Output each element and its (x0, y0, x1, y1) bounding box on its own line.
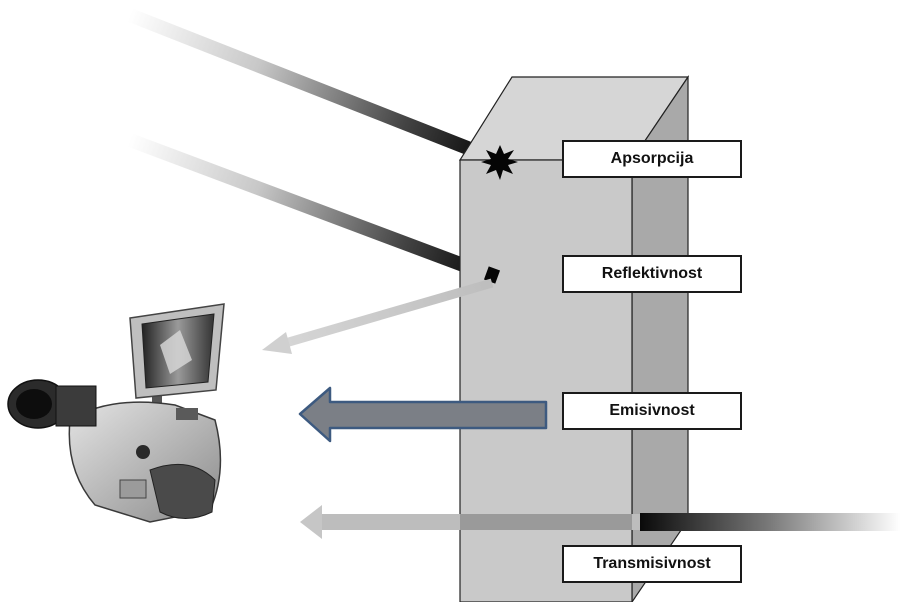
reflectivity-label: Reflektivnost (562, 255, 742, 293)
reflection-impact-mark (483, 266, 501, 284)
transmission-beam (300, 505, 900, 539)
block-front-face (459, 159, 633, 602)
reflection-outgoing-arrow (262, 278, 494, 354)
transmissivity-label: Transmisivnost (562, 545, 742, 583)
starburst-impact-icon (481, 145, 518, 180)
absorption-label: Apsorpcija (562, 140, 742, 178)
reflection-incoming-beam (127, 133, 498, 284)
absorption-beam (127, 8, 496, 165)
emissivity-label: Emisivnost (562, 392, 742, 430)
thermal-camera-icon (7, 303, 225, 523)
emission-arrow (298, 386, 548, 443)
